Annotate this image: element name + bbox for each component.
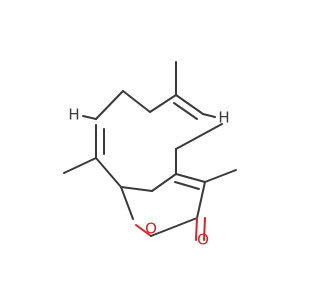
bond-lactone-top [151,173,177,192]
molecule-structure-diagram: H H O O [63,61,237,249]
bond-lactone-right [196,181,206,219]
atom-label-ring-oxygen: O [145,220,157,238]
bond-ring-right [175,123,223,150]
bond-lactone-left [120,186,153,192]
bond-methyl-right [204,169,237,183]
bond-upper-right-double-inner [173,102,198,120]
atom-label-carbonyl-oxygen: O [197,231,209,249]
bond-ring-lower-left [95,157,122,188]
bond-upper-right-double [175,94,204,115]
atom-label-h-right: H [218,109,229,127]
atom-label-h-left: H [68,106,79,124]
bond-carbonyl [195,217,198,241]
bond-h-right [202,113,216,118]
bond-methyl-left [63,157,97,174]
bond-ring-upper-mid [122,90,151,113]
bond-lactone-double-inner [174,181,200,190]
bond-ring-upper-chain [149,94,177,113]
bond-o-lactone-right [150,217,198,237]
bond-carbonyl-inner [203,217,206,241]
bond-o-lactone-left [135,224,152,237]
bond-ring-upper-left [95,90,124,120]
bond-ring-ch-to-o [120,186,134,220]
bond-h-left [82,115,97,120]
bond-lactone-double [175,173,206,183]
